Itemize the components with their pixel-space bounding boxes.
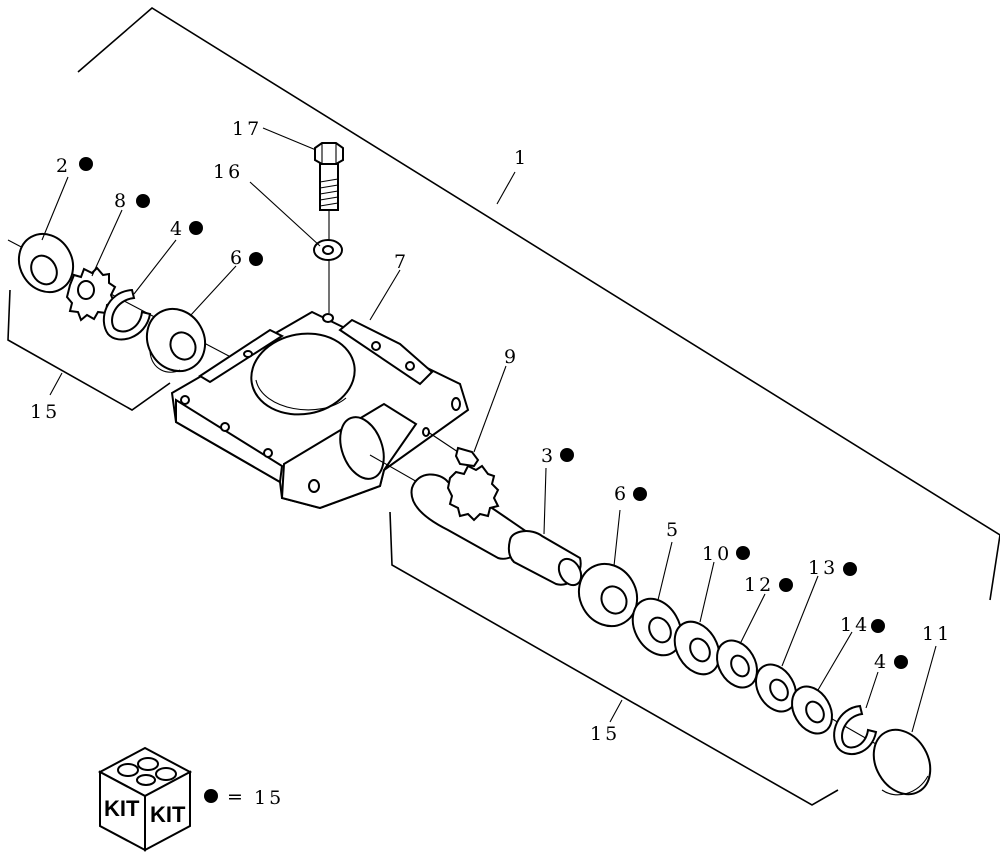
label-part-9: 9	[504, 346, 519, 368]
seal-part-2	[17, 232, 75, 294]
label-part-2: 2	[56, 155, 71, 177]
kit-legend-equals: =	[227, 786, 246, 808]
kit-text-left: KIT	[104, 796, 140, 821]
bolt-part-17	[314, 142, 344, 313]
label-part-8: 8	[114, 190, 129, 212]
label-part-15-bottom: 15	[590, 723, 620, 745]
kit-legend-ref: 15	[254, 787, 284, 809]
kit-marker-part-4-top	[189, 221, 203, 235]
kit-marker-part-10	[736, 546, 750, 560]
kit-marker-part-14	[871, 619, 885, 633]
kit-legend-dot	[204, 789, 218, 803]
kit-marker-part-6-bottom	[633, 487, 647, 501]
washer-part-10	[673, 620, 721, 676]
label-part-6-bottom: 6	[614, 483, 629, 505]
callout-labels: 17 16 1 2 8 4 6 7 15 9 3 6 5 10 12 13 14…	[30, 118, 952, 745]
kit-legend: KIT KIT = 15	[97, 746, 284, 852]
kit-marker-part-12	[779, 578, 793, 592]
snap-ring-part-4-top	[103, 288, 152, 341]
kit-marker-part-2	[79, 157, 93, 171]
snap-ring-part-4-bottom	[833, 704, 878, 756]
kit-box-icon: KIT KIT	[97, 746, 193, 852]
label-part-15-left: 15	[30, 401, 60, 423]
grease-fitting-part-9	[427, 431, 480, 468]
label-part-12: 12	[744, 574, 774, 596]
label-part-4-bottom: 4	[874, 651, 889, 673]
label-part-1: 1	[514, 147, 529, 169]
label-part-5: 5	[666, 519, 681, 541]
bearing-part-6-bottom	[577, 562, 639, 628]
housing-part-7	[170, 310, 470, 510]
kit-bracket-left	[7, 289, 171, 411]
cap-part-11	[872, 728, 932, 796]
label-part-3: 3	[541, 445, 556, 467]
washer-part-12	[716, 639, 758, 689]
kit-marker-dots	[79, 157, 908, 669]
kit-marker-part-4-bottom	[894, 655, 908, 669]
washer-part-13	[755, 663, 797, 713]
kit-marker-part-6-top	[249, 252, 263, 266]
assembly-bracket-1	[77, 7, 1000, 601]
label-part-16: 16	[213, 161, 243, 183]
spacer-part-5	[631, 597, 683, 657]
kit-marker-part-3	[560, 448, 574, 462]
kit-marker-part-13	[843, 562, 857, 576]
lock-washer-part-16	[313, 239, 343, 261]
kit-bracket-bottom	[389, 511, 839, 806]
label-part-7: 7	[394, 251, 409, 273]
label-part-4-top: 4	[170, 218, 185, 240]
label-part-11: 11	[922, 623, 952, 645]
label-part-14: 14	[840, 614, 870, 636]
kit-marker-part-8	[136, 194, 150, 208]
bearing-part-6-top	[145, 307, 207, 373]
washer-part-14	[791, 685, 833, 735]
label-part-13: 13	[808, 557, 838, 579]
leader-lines	[41, 127, 937, 733]
label-part-10: 10	[702, 543, 732, 565]
gear-shaft-part-3	[410, 464, 583, 587]
kit-text-right: KIT	[150, 802, 186, 827]
label-part-17: 17	[232, 118, 262, 140]
label-part-6-top: 6	[230, 247, 245, 269]
